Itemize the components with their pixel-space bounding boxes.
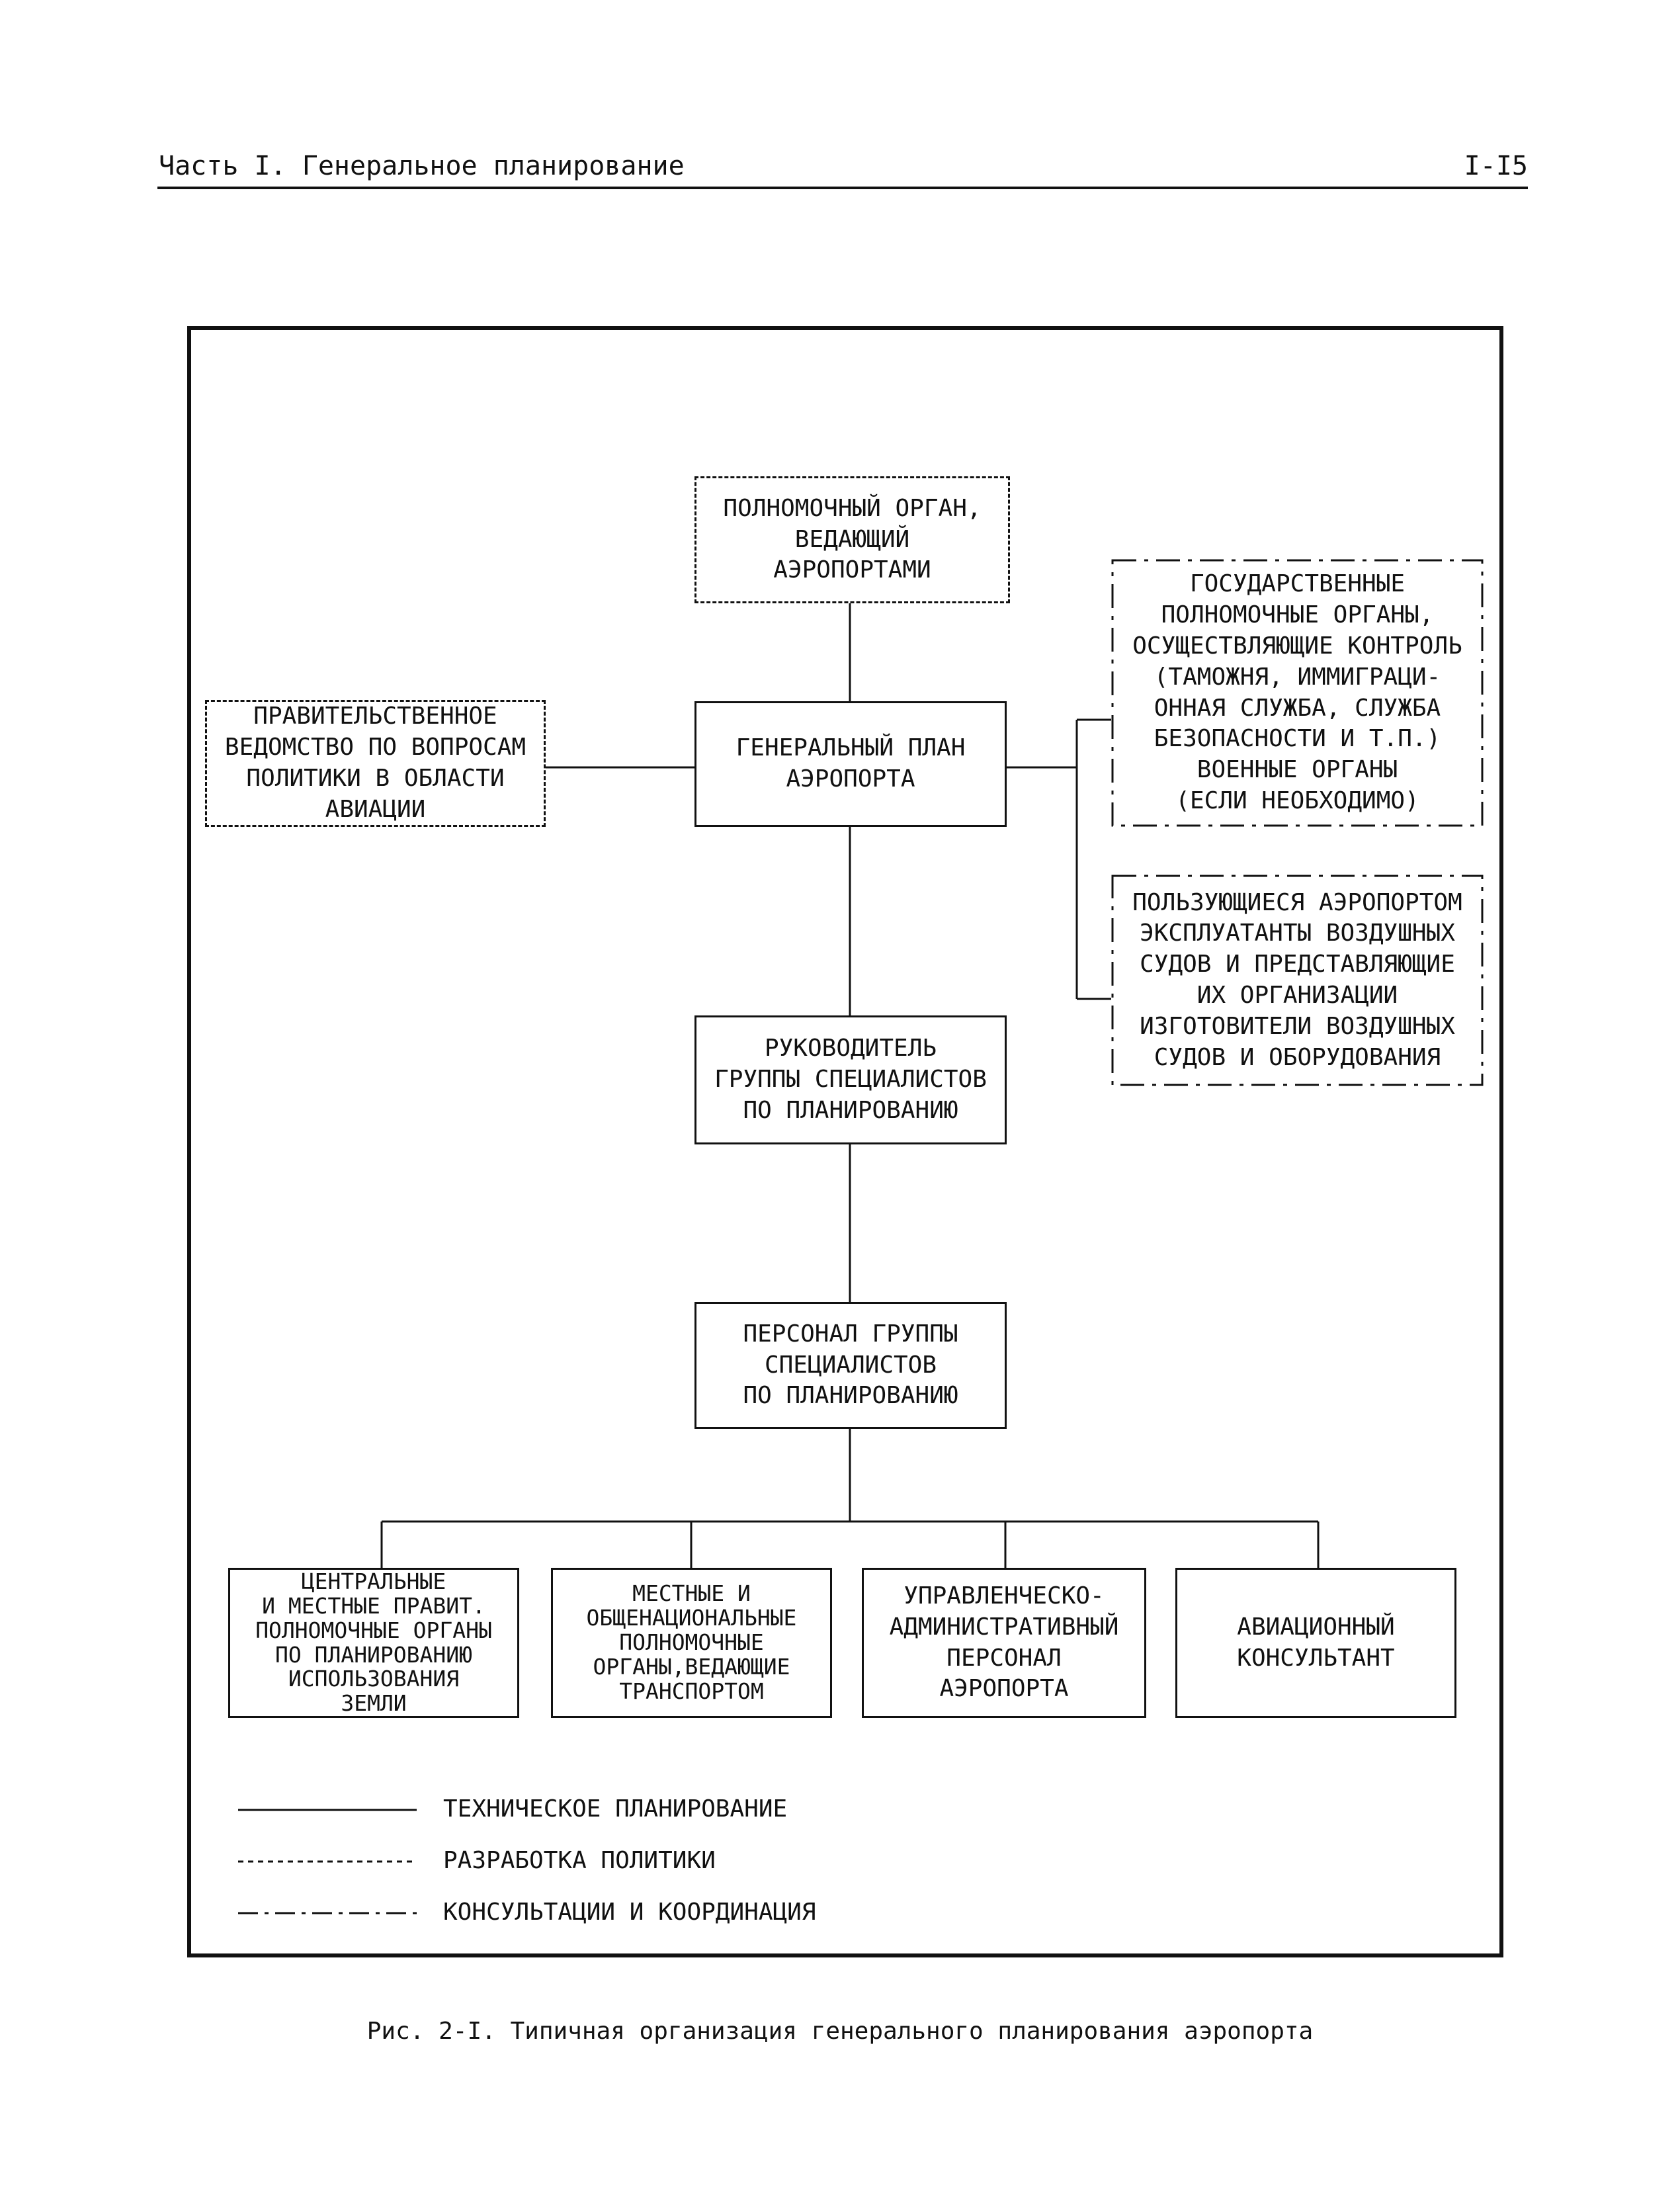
- header-rule: [157, 187, 1528, 189]
- airport-admin-box: УПРАВЛЕНЧЕСКО- АДМИНИСТРАТИВНЫЙ ПЕРСОНАЛ…: [862, 1568, 1146, 1718]
- state-bodies-label: ГОСУДАРСТВЕННЫЕ ПОЛНОМОЧНЫЕ ОРГАНЫ, ОСУЩ…: [1132, 570, 1462, 814]
- land-use-authorities-box: ЦЕНТРАЛЬНЫЕ И МЕСТНЫЕ ПРАВИТ. ПОЛНОМОЧНЫ…: [228, 1568, 519, 1718]
- running-header-title: Часть I. Генеральное планирование: [159, 151, 685, 181]
- legend-dashdot-line: [238, 1912, 417, 1914]
- aviation-consultant-box: АВИАЦИОННЫЙ КОНСУЛЬТАНТ: [1175, 1568, 1456, 1718]
- transport-authorities-label: МЕСТНЫЕ И ОБЩЕНАЦИОНАЛЬНЫЕ ПОЛНОМОЧНЫЕ О…: [586, 1580, 797, 1704]
- aviation-consultant-label: АВИАЦИОННЫЙ КОНСУЛЬТАНТ: [1237, 1613, 1395, 1672]
- team-leader-label: РУКОВОДИТЕЛЬ ГРУППЫ СПЕЦИАЛИСТОВ ПО ПЛАН…: [714, 1035, 987, 1124]
- aircraft-operators-label: ПОЛЬЗУЮЩИЕСЯ АЭРОПОРТОМ ЭКСПЛУАТАНТЫ ВОЗ…: [1132, 888, 1462, 1071]
- team-staff-box: ПЕРСОНАЛ ГРУППЫ СПЕЦИАЛИСТОВ ПО ПЛАНИРОВ…: [694, 1302, 1007, 1429]
- figure-caption: Рис. 2-I. Типичная организация генеральн…: [366, 2018, 1314, 2045]
- team-leader-box: РУКОВОДИТЕЛЬ ГРУППЫ СПЕЦИАЛИСТОВ ПО ПЛАН…: [694, 1015, 1007, 1144]
- government-policy-box: ПРАВИТЕЛЬСТВЕННОЕ ВЕДОМСТВО ПО ВОПРОСАМ …: [205, 700, 546, 827]
- figure-frame: [187, 326, 1503, 1957]
- state-bodies-box: ГОСУДАРСТВЕННЫЕ ПОЛНОМОЧНЫЕ ОРГАНЫ, ОСУЩ…: [1111, 559, 1484, 827]
- legend-consult-label: КОНСУЛЬТАЦИИ И КООРДИНАЦИЯ: [443, 1899, 816, 1926]
- airport-admin-label: УПРАВЛЕНЧЕСКО- АДМИНИСТРАТИВНЫЙ ПЕРСОНАЛ…: [889, 1582, 1119, 1703]
- government-policy-label: ПРАВИТЕЛЬСТВЕННОЕ ВЕДОМСТВО ПО ВОПРОСАМ …: [224, 703, 526, 823]
- airport-authority-box: ПОЛНОМОЧНЫЙ ОРГАН, ВЕДАЮЩИЙ АЭРОПОРТАМИ: [694, 476, 1010, 603]
- team-staff-label: ПЕРСОНАЛ ГРУППЫ СПЕЦИАЛИСТОВ ПО ПЛАНИРОВ…: [743, 1320, 958, 1410]
- legend-solid-line: [238, 1809, 417, 1811]
- legend-policy-label: РАЗРАБОТКА ПОЛИТИКИ: [443, 1847, 716, 1874]
- master-plan-label: ГЕНЕРАЛЬНЫЙ ПЛАН АЭРОПОРТА: [735, 734, 966, 793]
- airport-authority-label: ПОЛНОМОЧНЫЙ ОРГАН, ВЕДАЮЩИЙ АЭРОПОРТАМИ: [723, 494, 982, 584]
- state-bodies-border: [1111, 559, 1484, 827]
- page-number: I-I5: [1464, 151, 1528, 181]
- master-plan-box: ГЕНЕРАЛЬНЫЙ ПЛАН АЭРОПОРТА: [694, 701, 1007, 827]
- aircraft-operators-border: [1111, 875, 1484, 1086]
- aircraft-operators-box: ПОЛЬЗУЮЩИЕСЯ АЭРОПОРТОМ ЭКСПЛУАТАНТЫ ВОЗ…: [1111, 875, 1484, 1086]
- transport-authorities-box: МЕСТНЫЕ И ОБЩЕНАЦИОНАЛЬНЫЕ ПОЛНОМОЧНЫЕ О…: [551, 1568, 832, 1718]
- land-use-authorities-label: ЦЕНТРАЛЬНЫЕ И МЕСТНЫЕ ПРАВИТ. ПОЛНОМОЧНЫ…: [255, 1568, 492, 1717]
- legend-dotted-line: [238, 1860, 417, 1863]
- legend-technical-label: ТЕХНИЧЕСКОЕ ПЛАНИРОВАНИЕ: [443, 1795, 788, 1822]
